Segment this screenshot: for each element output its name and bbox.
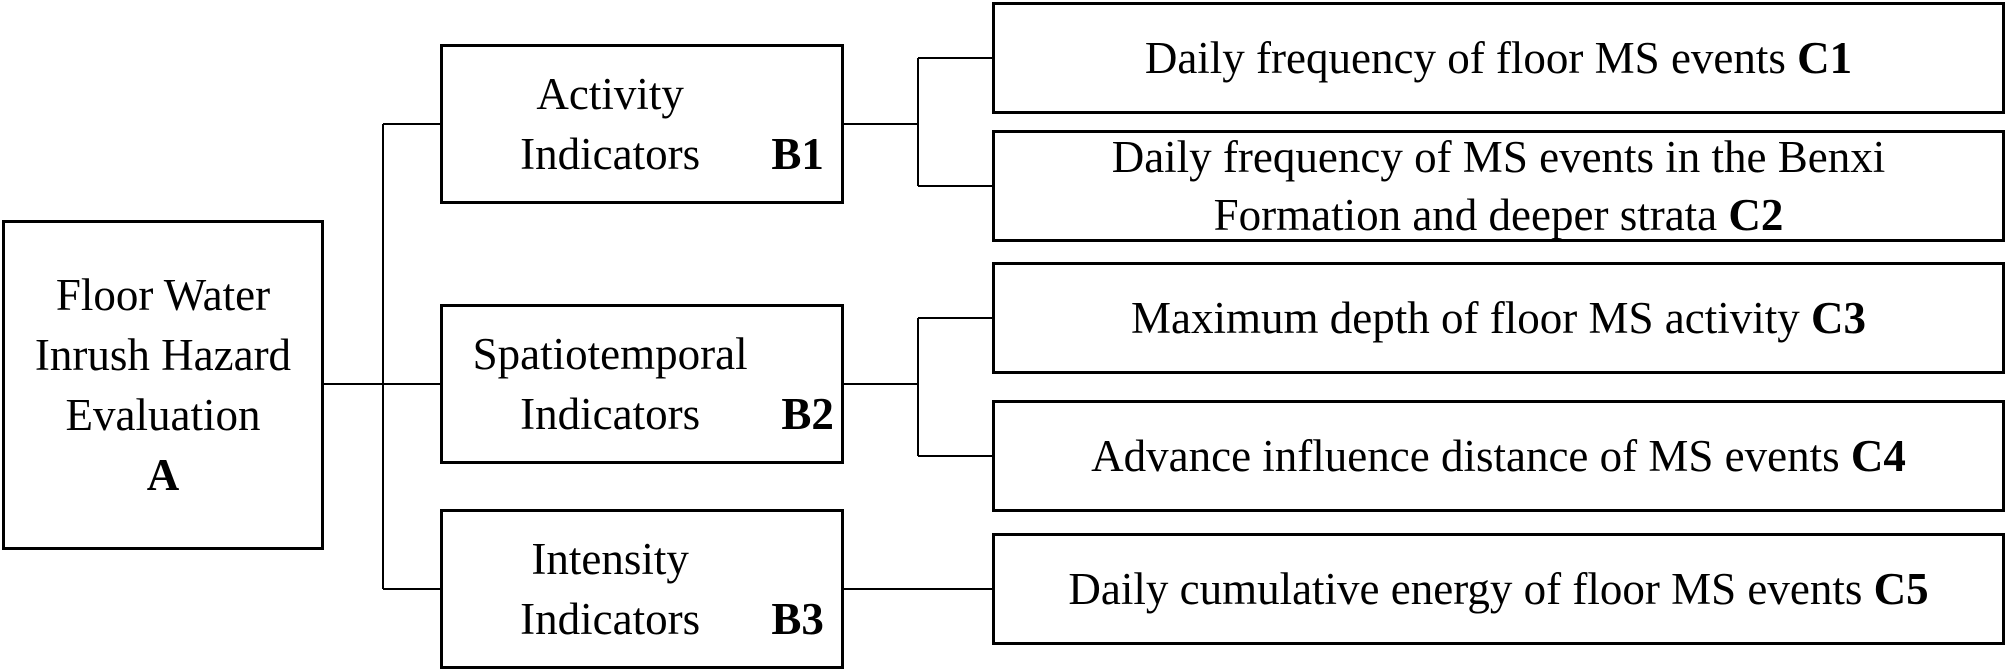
criterion-code: B3 <box>771 594 824 644</box>
indicator-text: Daily frequency of floor MS events C1 <box>1145 28 1852 88</box>
indicator-text: Daily cumulative energy of floor MS even… <box>1068 559 1928 619</box>
indicator-code: C1 <box>1797 33 1853 83</box>
criterion-label: Intensity Indicators <box>520 534 701 644</box>
indicator-code: C2 <box>1728 190 1784 240</box>
indicator-label: Daily frequency of MS events in the Benx… <box>1111 132 1886 240</box>
indicator-node-c4: Advance influence distance of MS events … <box>992 400 2005 512</box>
criterion-node-b2: Spatiotemporal Indicators B2 <box>440 304 844 464</box>
criterion-code: B1 <box>771 129 824 179</box>
criterion-code: B2 <box>781 389 834 439</box>
indicator-code: C3 <box>1810 293 1866 343</box>
criterion-text: Spatiotemporal Indicators B2 <box>450 324 834 444</box>
root-node-text: Floor Water Inrush Hazard Evaluation A <box>33 265 293 505</box>
root-label: Floor Water Inrush Hazard Evaluation <box>34 270 292 440</box>
indicator-node-c2: Daily frequency of MS events in the Benx… <box>992 130 2005 242</box>
indicator-code: C4 <box>1850 431 1906 481</box>
criterion-text: Intensity Indicators B3 <box>460 529 824 649</box>
criterion-label: Spatiotemporal Indicators <box>472 329 748 439</box>
indicator-text: Advance influence distance of MS events … <box>1091 426 1906 486</box>
indicator-label: Daily cumulative energy of floor MS even… <box>1068 564 1863 614</box>
indicator-label: Advance influence distance of MS events <box>1091 431 1840 481</box>
criterion-text: Activity Indicators B1 <box>460 64 824 184</box>
indicator-node-c5: Daily cumulative energy of floor MS even… <box>992 533 2005 645</box>
criterion-node-b3: Intensity Indicators B3 <box>440 509 844 669</box>
indicator-label: Daily frequency of floor MS events <box>1144 33 1786 83</box>
indicator-text: Maximum depth of floor MS activity C3 <box>1131 288 1866 348</box>
indicator-node-c1: Daily frequency of floor MS events C1 <box>992 2 2005 114</box>
indicator-text: Daily frequency of MS events in the Benx… <box>1049 128 1949 244</box>
indicator-code: C5 <box>1873 564 1929 614</box>
criterion-node-b1: Activity Indicators B1 <box>440 44 844 204</box>
indicator-node-c3: Maximum depth of floor MS activity C3 <box>992 262 2005 374</box>
criterion-label: Activity Indicators <box>520 69 701 179</box>
root-node: Floor Water Inrush Hazard Evaluation A <box>2 220 324 550</box>
indicator-label: Maximum depth of floor MS activity <box>1131 293 1800 343</box>
root-code: A <box>146 450 180 500</box>
